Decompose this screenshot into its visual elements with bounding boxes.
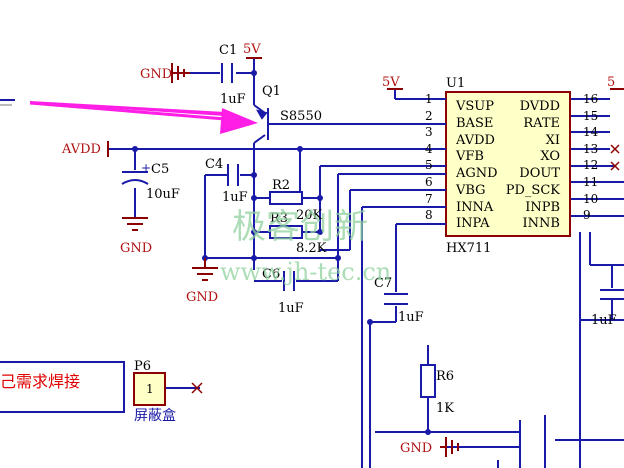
u1-pin-number: 10 [583,192,598,206]
u1-pin-name: INPA [456,216,490,231]
u1-pin-number: 4 [425,142,433,156]
c6-value: 1uF [278,301,304,316]
no-connect-marks [191,144,620,394]
r6-value: 1K [436,401,454,416]
c5-value: 10uF [146,187,180,202]
watermark-brand: 极客创新 [232,207,368,247]
p6-connector-body [133,372,166,406]
u1-part-number: HX711 [446,241,491,256]
u1-designator: U1 [446,76,465,91]
u1-chip-body [445,91,571,237]
u1-pin-number: 12 [583,158,598,172]
u1-pin-name: XI [546,133,560,148]
u1-pin-name: DOUT [519,166,560,181]
vcc-5v-label: 5V [382,75,400,90]
u1-pin-name: XO [540,149,560,164]
c4-designator: C4 [205,157,223,172]
u1-pin-number: 16 [583,92,598,106]
c1-value: 1uF [220,92,246,107]
u1-pin-name: INNA [456,200,494,215]
u1-pin-name: VFB [455,149,484,164]
note-box [0,361,125,413]
r6-designator: R6 [436,369,454,384]
avdd-label: AVDD [61,142,101,157]
transistor-q1 [255,108,269,140]
u1-left-pin-numbers: 1 2 3 4 5 6 7 8 [425,92,433,222]
pointer-arrow-icon [29,101,258,134]
u1-pin-number: 9 [583,208,591,222]
p6-designator: P6 [134,359,151,374]
r3-designator: R3 [270,211,288,226]
u1-pin-number: 15 [583,109,598,123]
note-text: 己需求焊接 [0,372,80,391]
u1-pin-number: 13 [583,142,598,156]
vcc-5v-label: 5V [243,42,261,57]
u1-pin-name: BASE [456,116,493,131]
p6-pin-number: 1 [146,382,154,396]
u1-pin-number: 1 [425,92,433,106]
watermark-url: www.jh-tec.cn [220,258,391,286]
u1-pin-number: 8 [425,208,433,222]
u1-pin-number: 11 [583,175,598,189]
u1-pin-number: 14 [583,125,599,139]
c1-designator: C1 [219,43,237,58]
u1-pin-number: 3 [425,125,433,139]
u1-right-pin-numbers: 16 15 14 13 12 11 10 9 [583,92,599,222]
r2-value: 20K [296,208,323,223]
u1-pin-name: INPB [525,200,560,215]
power-symbols [107,57,624,457]
u1-pin-name: PD_SCK [506,183,561,198]
q1-designator: Q1 [262,84,281,99]
c7-designator: C7 [374,276,392,291]
vcc-5v-label: 5 [607,75,615,90]
gnd-label: GND [140,67,172,82]
r3-value: 8.2K [296,241,327,256]
c6-designator: C6 [262,267,280,282]
gnd-label: GND [186,290,218,305]
u1-left-pin-names: VSUP BASE AVDD VFB AGND VBG INNA INPA [455,99,498,231]
p6-labels: P6 1 屏蔽盒 [134,359,176,424]
c5-designator: C5 [151,162,169,177]
u1-pin-name: DVDD [520,99,560,114]
p6-description: 屏蔽盒 [134,407,176,424]
u1-right-pin-names: DVDD RATE XI XO DOUT PD_SCK INPB INNB [506,99,561,231]
u1-pin-number: 7 [425,192,433,206]
u1-pin-number: 2 [425,109,433,123]
junctions [132,70,431,435]
r2-designator: R2 [272,178,290,193]
c4-value: 1uF [222,190,248,205]
c-right-value: 1uF [591,313,617,328]
u1-pin-name: AGND [455,166,498,181]
wires [0,58,624,468]
c5-plus-mark: + [141,161,151,175]
u1-pin-number: 5 [425,158,433,172]
capacitors [121,63,624,305]
resistors [269,191,436,398]
q1-part-number: S8550 [280,109,322,124]
c7-value: 1uF [398,310,424,325]
u1-pin-number: 6 [425,175,433,189]
u1-pin-name: VSUP [455,99,494,114]
u1-left-pins [420,98,446,225]
gnd-label: GND [120,241,152,256]
u1-pin-name: RATE [523,116,560,131]
u1-pin-name: INNB [523,216,560,231]
gnd-label: GND [400,441,432,456]
u1-pin-name: AVDD [455,133,495,148]
labels: GND 5V 5V 5 AVDD GND GND GND C1 1uF Q1 S… [61,42,617,456]
u1-pin-name: VBG [455,183,486,198]
